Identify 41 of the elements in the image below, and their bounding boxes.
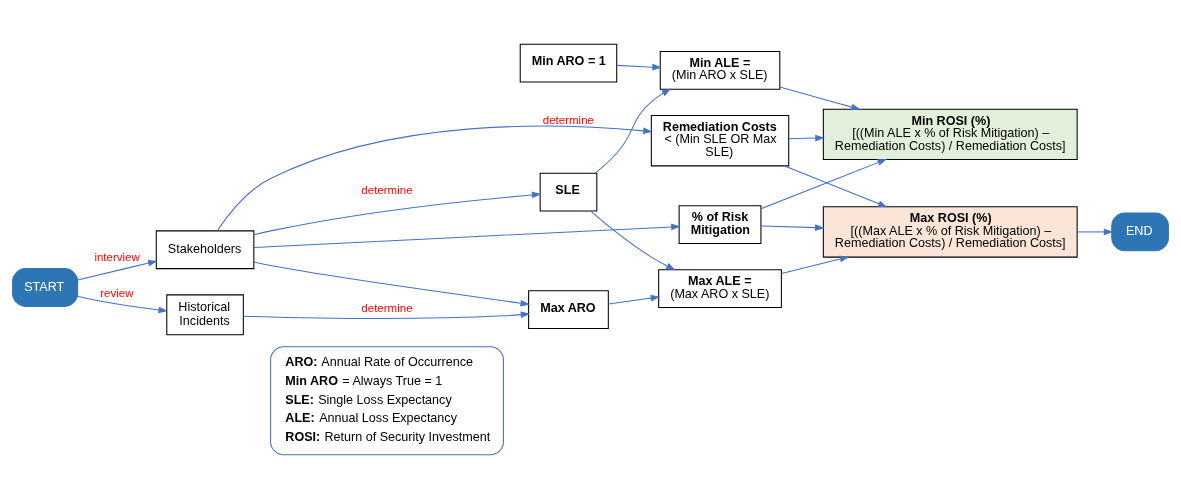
arrow (253, 191, 542, 235)
arrow (595, 88, 672, 173)
label: ALE: Annual Loss Expectancy (285, 410, 457, 425)
label: ARO: Annual Rate of Occurrence (285, 354, 474, 369)
arrow (77, 295, 168, 313)
edge-label: determine (361, 301, 413, 314)
arrow (781, 255, 850, 274)
arrow (779, 85, 861, 110)
node-box: Min ARO = 1 (519, 43, 618, 82)
arrow (216, 125, 653, 231)
arrow (760, 158, 887, 209)
arrow (253, 260, 530, 306)
node-box: Historical Incidents (166, 293, 244, 335)
node-box: Max ROSI (%) [((Max ALE x % of Risk Mitigation) – Remediation Costs) / Remediation Costs] (822, 205, 1078, 258)
edge-label: review (100, 286, 134, 299)
label: SLE: Single Loss Expectancy (285, 392, 452, 407)
node-box: END (1111, 212, 1169, 251)
node-box: Stakeholders (155, 229, 255, 269)
arrow (783, 164, 888, 207)
node-box: Max ARO (528, 289, 609, 329)
node-box: SLE (539, 172, 598, 211)
node-box: % of Risk Mitigation (678, 204, 762, 244)
arrow (788, 134, 825, 141)
arrow (77, 259, 158, 280)
label: Min ARO = Always True = 1 (285, 373, 443, 388)
node-box: Min ALE = (Min ARO x SLE) (659, 50, 781, 90)
arrow (616, 63, 662, 70)
edge-label: interview (94, 250, 140, 263)
arrow (607, 294, 661, 305)
node-box: Remediation Costs < (Min SLE OR Max SLE) (650, 114, 790, 166)
arrow (760, 223, 825, 231)
arrow (590, 210, 676, 270)
node-box: Max ALE = (Max ARO x SLE) (658, 268, 782, 308)
node-box: START (12, 267, 79, 307)
arrow (243, 310, 531, 319)
arrow (253, 223, 681, 248)
edge-label: determine (361, 183, 413, 196)
arrow (1077, 228, 1114, 235)
edge-label: determine (542, 113, 594, 126)
node-box: Min ROSI (%) [((Min ALE x % of Risk Mitigation) – Remediation Costs) / Remediation Costs] (822, 108, 1078, 160)
label: ROSI: Return of Security Investment (285, 429, 491, 444)
